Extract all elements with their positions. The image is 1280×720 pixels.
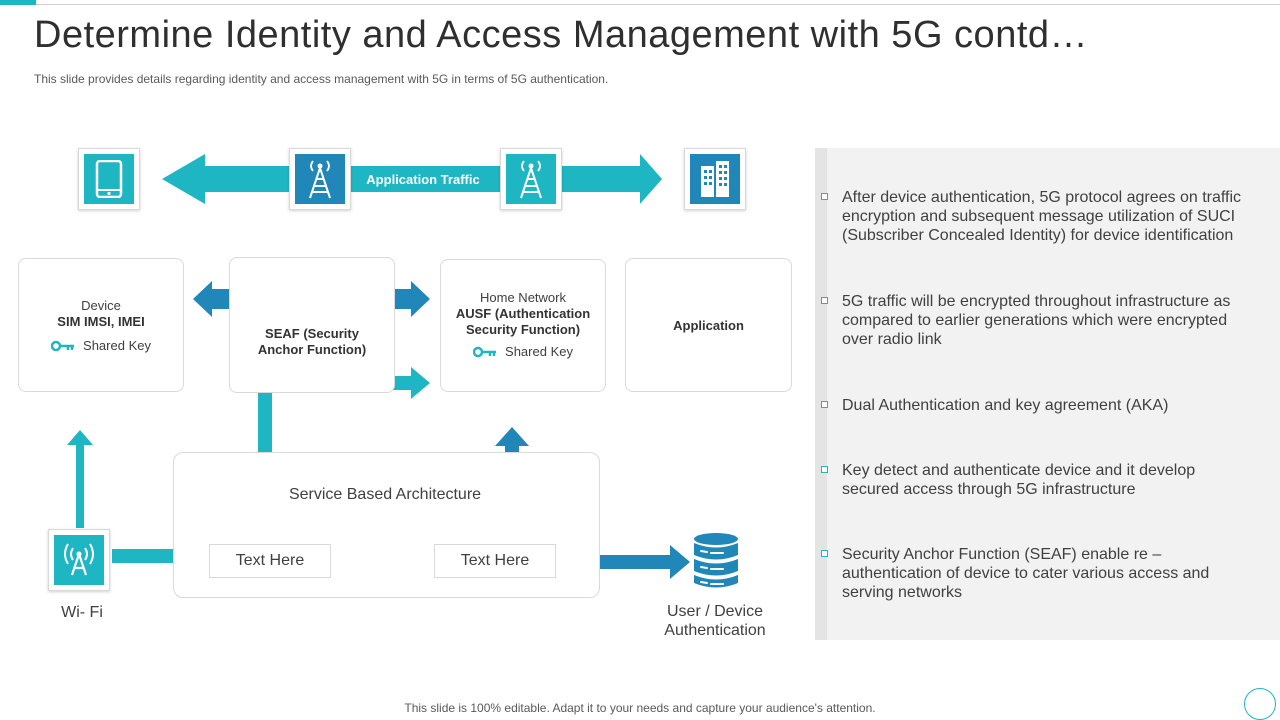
bullet-text: 5G traffic will be encrypted throughout … bbox=[842, 293, 1231, 348]
device-card-text: Device SIM IMSI, IMEI Shared Key bbox=[18, 298, 184, 354]
cell-tower-icon bbox=[506, 154, 556, 204]
bullet-square-icon bbox=[821, 297, 828, 304]
ausf-line2: Security Function) bbox=[465, 322, 581, 337]
text-box-right[interactable]: Text Here bbox=[434, 544, 556, 578]
shared-key-label: Shared Key bbox=[83, 338, 151, 353]
wifi-up-arrow bbox=[67, 430, 93, 528]
mutual-authentication-label: Mutual Authentication bbox=[243, 292, 380, 307]
bullet-text: Key detect and authenticate device and i… bbox=[842, 462, 1196, 498]
sim-imsi-label: SIM IMSI, IMEI bbox=[57, 314, 145, 329]
top-accent-line bbox=[0, 0, 1280, 6]
user-auth-line1: User / Device bbox=[666, 603, 764, 620]
home-shared-key: Shared Key bbox=[440, 344, 606, 360]
bullet-text: Security Anchor Function (SEAF) enable r… bbox=[842, 546, 1210, 601]
header-rule bbox=[36, 4, 1280, 5]
smartphone-icon-box bbox=[78, 148, 140, 210]
sba-label: Service Based Architecture bbox=[288, 486, 482, 503]
building-icon bbox=[690, 154, 740, 204]
wifi-icon-box bbox=[48, 529, 110, 591]
database-icon bbox=[694, 533, 738, 588]
panel-edge bbox=[815, 148, 827, 640]
home-network-label: Home Network bbox=[480, 290, 566, 305]
user-auth-line2: Authentication bbox=[664, 622, 766, 639]
ausf-line1: AUSF (Authentication bbox=[455, 306, 591, 321]
seaf-card-text: SEAF (Security Anchor Function) bbox=[229, 326, 395, 358]
slide-title: Determine Identity and Access Management… bbox=[34, 14, 1089, 56]
bullet-text: Dual Authentication and key agreement (A… bbox=[842, 397, 1169, 414]
database-double-arrow bbox=[560, 545, 690, 579]
corner-circle-decoration bbox=[1244, 688, 1276, 720]
device-card bbox=[18, 258, 184, 392]
application-traffic-label: Application Traffic bbox=[366, 172, 480, 187]
footer-note: This slide is 100% editable. Adapt it to… bbox=[404, 701, 876, 715]
slide-subtitle: This slide provides details regarding id… bbox=[34, 72, 609, 86]
smartphone-icon bbox=[84, 154, 134, 204]
home-network-card-text: Home Network AUSF (Authentication Securi… bbox=[440, 290, 606, 360]
cell-tower-icon bbox=[295, 154, 345, 204]
home-network-card bbox=[440, 259, 606, 392]
wifi-antenna-icon bbox=[54, 535, 104, 585]
bullet-square-icon bbox=[821, 401, 828, 408]
text-box-left[interactable]: Text Here bbox=[209, 544, 331, 578]
user-device-auth-label: User / Device Authentication bbox=[650, 602, 780, 640]
device-label: Device bbox=[81, 298, 121, 313]
application-card bbox=[625, 258, 792, 392]
bullet-panel bbox=[815, 148, 1280, 640]
cell-tower-icon-box-left bbox=[289, 148, 351, 210]
key-icon bbox=[51, 340, 75, 352]
seaf-line2: Anchor Function) bbox=[257, 342, 367, 357]
bullet-square-icon bbox=[821, 550, 828, 557]
device-shared-key: Shared Key bbox=[18, 338, 184, 354]
application-label: Application bbox=[673, 318, 744, 333]
bullet-square-icon bbox=[821, 466, 828, 473]
shared-key-label: Shared Key bbox=[505, 344, 573, 359]
bullet-text: After device authentication, 5G protocol… bbox=[842, 189, 1242, 244]
cell-tower-icon-box-right bbox=[500, 148, 562, 210]
wifi-label: Wi- Fi bbox=[61, 604, 103, 621]
accent-bar bbox=[0, 0, 36, 5]
seaf-card bbox=[229, 257, 395, 393]
building-icon-box bbox=[684, 148, 746, 210]
key-icon bbox=[473, 346, 497, 358]
bullet-square-icon bbox=[821, 193, 828, 200]
seaf-line1: SEAF (Security bbox=[265, 326, 359, 341]
